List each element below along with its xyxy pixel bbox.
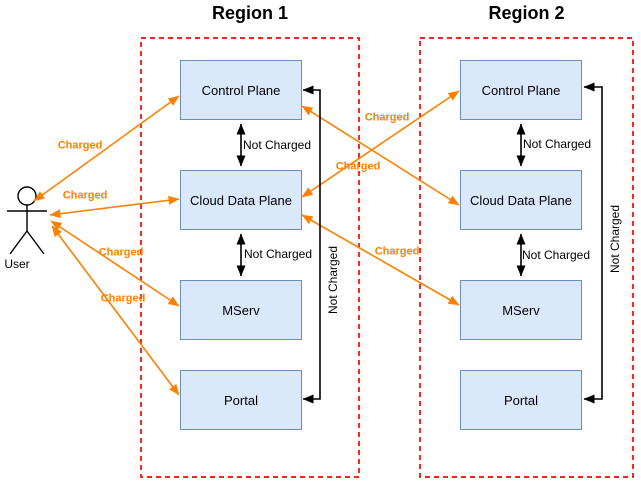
region-2-title: Region 2 xyxy=(488,3,565,23)
edge-label-charged-3: Charged xyxy=(98,246,144,259)
edge-label-charged-5: Charged xyxy=(364,111,410,124)
node-r2-control-plane: Control Plane xyxy=(460,60,582,120)
node-r1-mserv: MServ xyxy=(180,280,302,340)
edge-label-not-charged-r2-mid: Not Charged xyxy=(521,248,591,262)
edge-r1-cdp-r2-control-plane xyxy=(301,90,460,198)
node-r1-cloud-data-plane: Cloud Data Plane xyxy=(180,170,302,230)
node-r2-portal: Portal xyxy=(460,370,582,430)
edge-label-charged-4: Charged xyxy=(100,292,146,305)
edge-label-not-charged-r2-side: Not Charged xyxy=(608,204,622,274)
edge-r1-cp-r2-cloud-data-plane xyxy=(301,105,460,206)
region-1-title: Region 1 xyxy=(211,3,288,23)
edge-user-r1-portal xyxy=(51,225,180,396)
node-r1-portal: Portal xyxy=(180,370,302,430)
edge-r1-cp-portal xyxy=(302,85,321,404)
edge-label-charged-6: Charged xyxy=(335,160,381,173)
edge-label-charged-7: Charged xyxy=(374,245,420,258)
edge-label-not-charged-r1-top: Not Charged xyxy=(242,138,312,152)
edge-label-not-charged-r1-side: Not Charged xyxy=(326,245,340,315)
edge-user-r1-cloud-data-plane xyxy=(49,195,180,219)
user-actor-label: User xyxy=(4,257,30,271)
edge-label-charged-2: Charged xyxy=(62,189,108,202)
edge-r1-cdp-r2-mserv xyxy=(301,214,460,306)
edge-label-charged-1: Charged xyxy=(57,139,103,152)
edge-r2-cp-portal xyxy=(583,82,603,404)
node-r2-mserv: MServ xyxy=(460,280,582,340)
edge-label-not-charged-r2-top: Not Charged xyxy=(522,137,592,151)
edge-label-not-charged-r1-mid: Not Charged xyxy=(243,247,313,261)
user-actor-icon xyxy=(7,186,47,255)
node-r1-control-plane: Control Plane xyxy=(180,60,302,120)
node-r2-cloud-data-plane: Cloud Data Plane xyxy=(460,170,582,230)
region-1-border xyxy=(140,37,360,478)
edge-user-r1-control-plane xyxy=(33,95,180,202)
